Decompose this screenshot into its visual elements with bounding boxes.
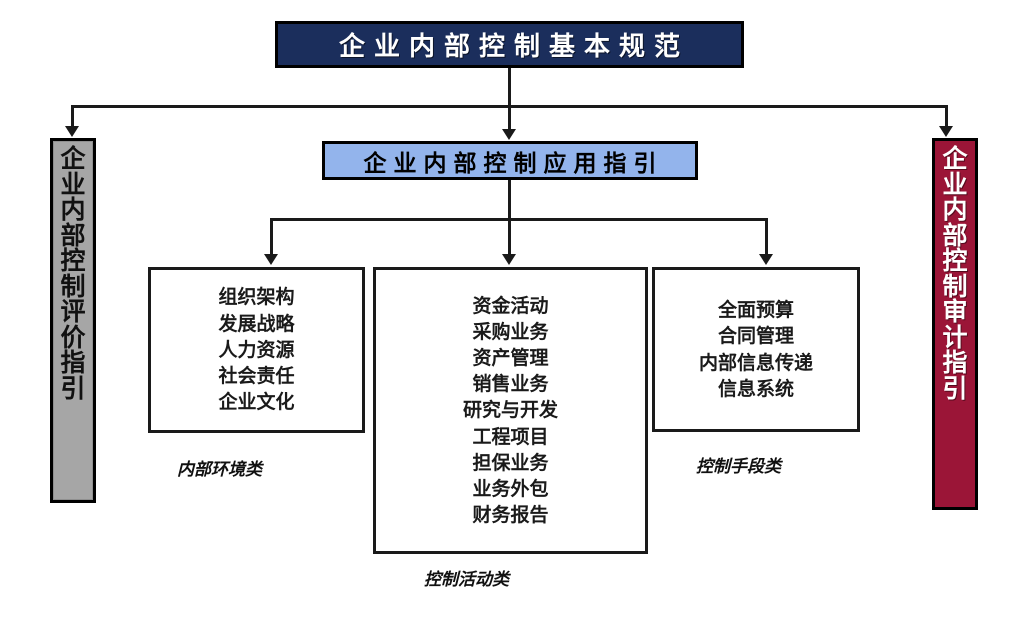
pillar-char: 指 [60,348,86,377]
arrow-to-apply-box [502,129,516,140]
list-item: 合同管理 [717,325,794,348]
pillar-char: 控 [60,246,86,275]
list-item: 工程项目 [472,425,549,448]
list-item: 发展战略 [218,312,295,335]
arrow-to-group-2 [502,254,516,265]
pillar-evaluation-guidelines: 企业内部控制评价指引 [50,138,96,503]
pillar-char: 企 [942,144,968,173]
caption-internal-environment: 内部环境类 [177,460,262,480]
list-box-control-methods: 全面预算合同管理内部信息传递信息系统 [652,267,860,432]
connector-group3-branch [765,218,768,256]
list-item: 财务报告 [472,504,549,527]
title-box-basic-norms: 企业内部控制基本规范 [275,21,744,68]
list-item: 资产管理 [472,346,549,369]
list-item: 组织架构 [218,286,295,309]
arrow-to-group-3 [759,254,773,265]
connector-right-branch [945,105,948,128]
list-box-internal-environment: 组织架构发展战略人力资源社会责任企业文化 [148,267,365,433]
list-item: 采购业务 [472,320,549,343]
list-item: 资金活动 [472,294,549,317]
pillar-char: 审 [942,297,968,326]
connector-group1-branch [270,218,273,256]
pillar-char: 评 [60,297,86,326]
list-item: 研究与开发 [462,399,558,422]
apply-box-application-guidelines: 企业内部控制应用指引 [322,141,698,180]
list-item: 内部信息传递 [698,351,813,374]
connector-apply-drop [508,180,511,221]
list-item: 社会责任 [218,365,295,388]
caption-control-methods: 控制手段类 [696,457,781,477]
connector-left-branch [71,105,74,128]
connector-title-drop [508,68,511,118]
list-item: 人力资源 [218,338,295,361]
pillar-char: 业 [60,169,86,199]
caption-control-activities: 控制活动类 [424,570,509,590]
pillar-char: 计 [942,322,968,352]
connector-center-branch [508,105,511,131]
pillar-char: 引 [60,373,86,403]
connector-level2-bus [270,218,768,221]
arrow-to-left-pillar [65,126,79,137]
pillar-char: 指 [942,348,968,377]
pillar-char: 制 [60,271,86,301]
arrow-to-group-1 [264,254,278,265]
pillar-char: 内 [60,195,86,224]
pillar-char: 部 [60,220,86,250]
arrow-to-right-pillar [939,126,953,137]
connector-group2-branch [508,218,511,256]
pillar-char: 制 [942,271,968,301]
list-box-control-activities: 资金活动采购业务资产管理销售业务研究与开发工程项目担保业务业务外包财务报告 [373,267,648,554]
list-item: 业务外包 [472,478,549,501]
list-item: 销售业务 [472,373,549,396]
list-item: 企业文化 [218,391,295,414]
pillar-char: 内 [942,195,968,224]
pillar-char: 控 [942,246,968,275]
pillar-char: 部 [942,220,968,250]
list-item: 担保业务 [472,451,549,474]
pillar-char: 价 [60,322,86,352]
pillar-char: 企 [60,144,86,173]
pillar-audit-guidelines: 企业内部控制审计指引 [932,138,978,510]
pillar-char: 业 [942,169,968,199]
list-item: 信息系统 [717,377,794,400]
list-item: 全面预算 [717,299,794,322]
pillar-char: 引 [942,373,968,403]
